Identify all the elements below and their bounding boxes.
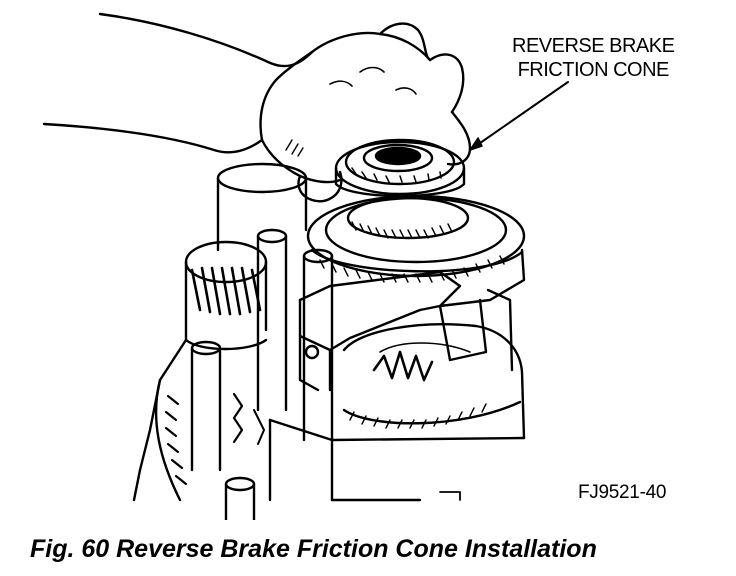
callout-line-2: FRICTION CONE: [517, 59, 670, 81]
shift-fork-plate: [298, 270, 462, 392]
housing-right: [342, 248, 526, 440]
shaft-rods: [190, 228, 334, 520]
transmission-illustration: [42, 12, 569, 520]
callout-line-1: REVERSE BRAKE: [512, 35, 675, 57]
gear-stack-upper: [306, 194, 526, 283]
reverse-brake-friction-cone: [334, 138, 466, 198]
figure-caption: Fig. 60 Reverse Brake Friction Cone Inst…: [30, 535, 597, 563]
callout-label: REVERSE BRAKE FRICTION CONE: [512, 34, 675, 82]
figure-id: FJ9521-40: [578, 482, 667, 503]
mainshaft-cylinder: [184, 162, 308, 351]
base-plate: [268, 418, 526, 502]
hand-drawing: [42, 12, 472, 203]
case-lower-left: [132, 338, 265, 502]
callout-leader-line: [469, 81, 569, 151]
callout-arrowhead: [469, 137, 483, 151]
